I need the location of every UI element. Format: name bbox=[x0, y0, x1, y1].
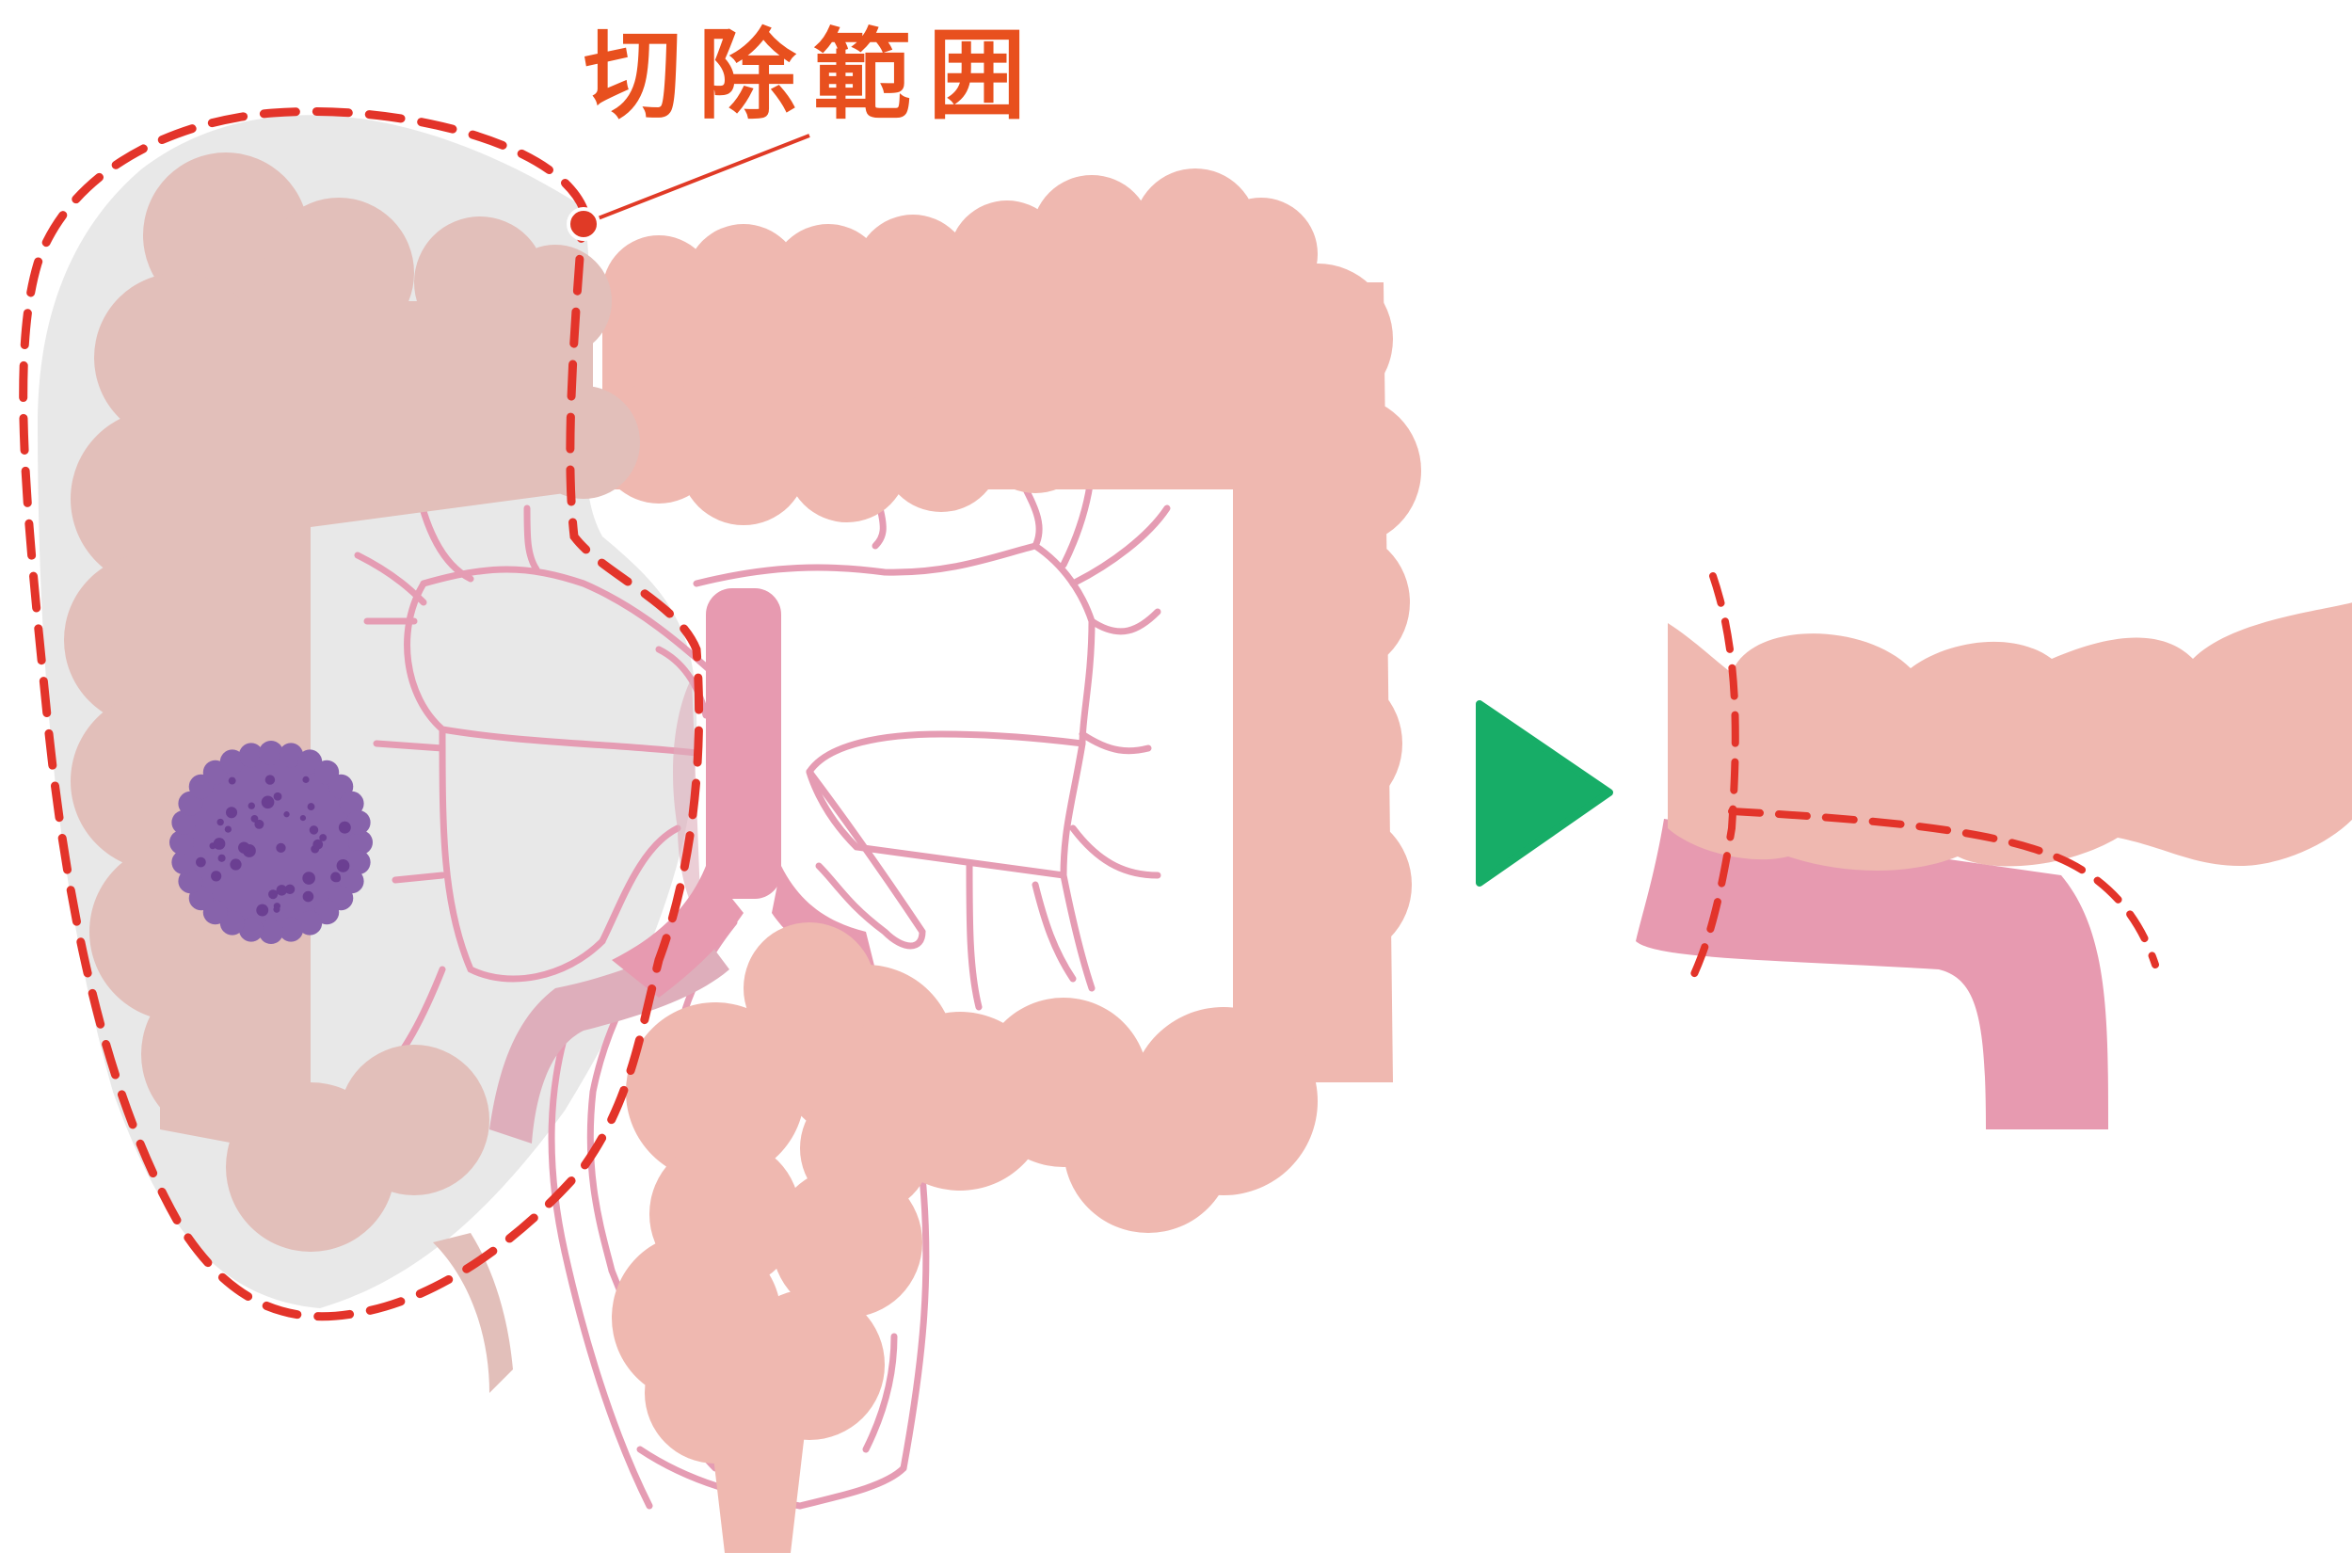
remaining-colon bbox=[598, 168, 1421, 1553]
resection-boundary bbox=[19, 106, 704, 1321]
tumor bbox=[169, 741, 373, 944]
resection-range-label: 切除範囲 bbox=[584, 18, 1044, 133]
play-triangle-icon bbox=[1476, 700, 1613, 887]
leader bbox=[567, 134, 810, 241]
anastomosis-inset bbox=[1636, 572, 2352, 1129]
